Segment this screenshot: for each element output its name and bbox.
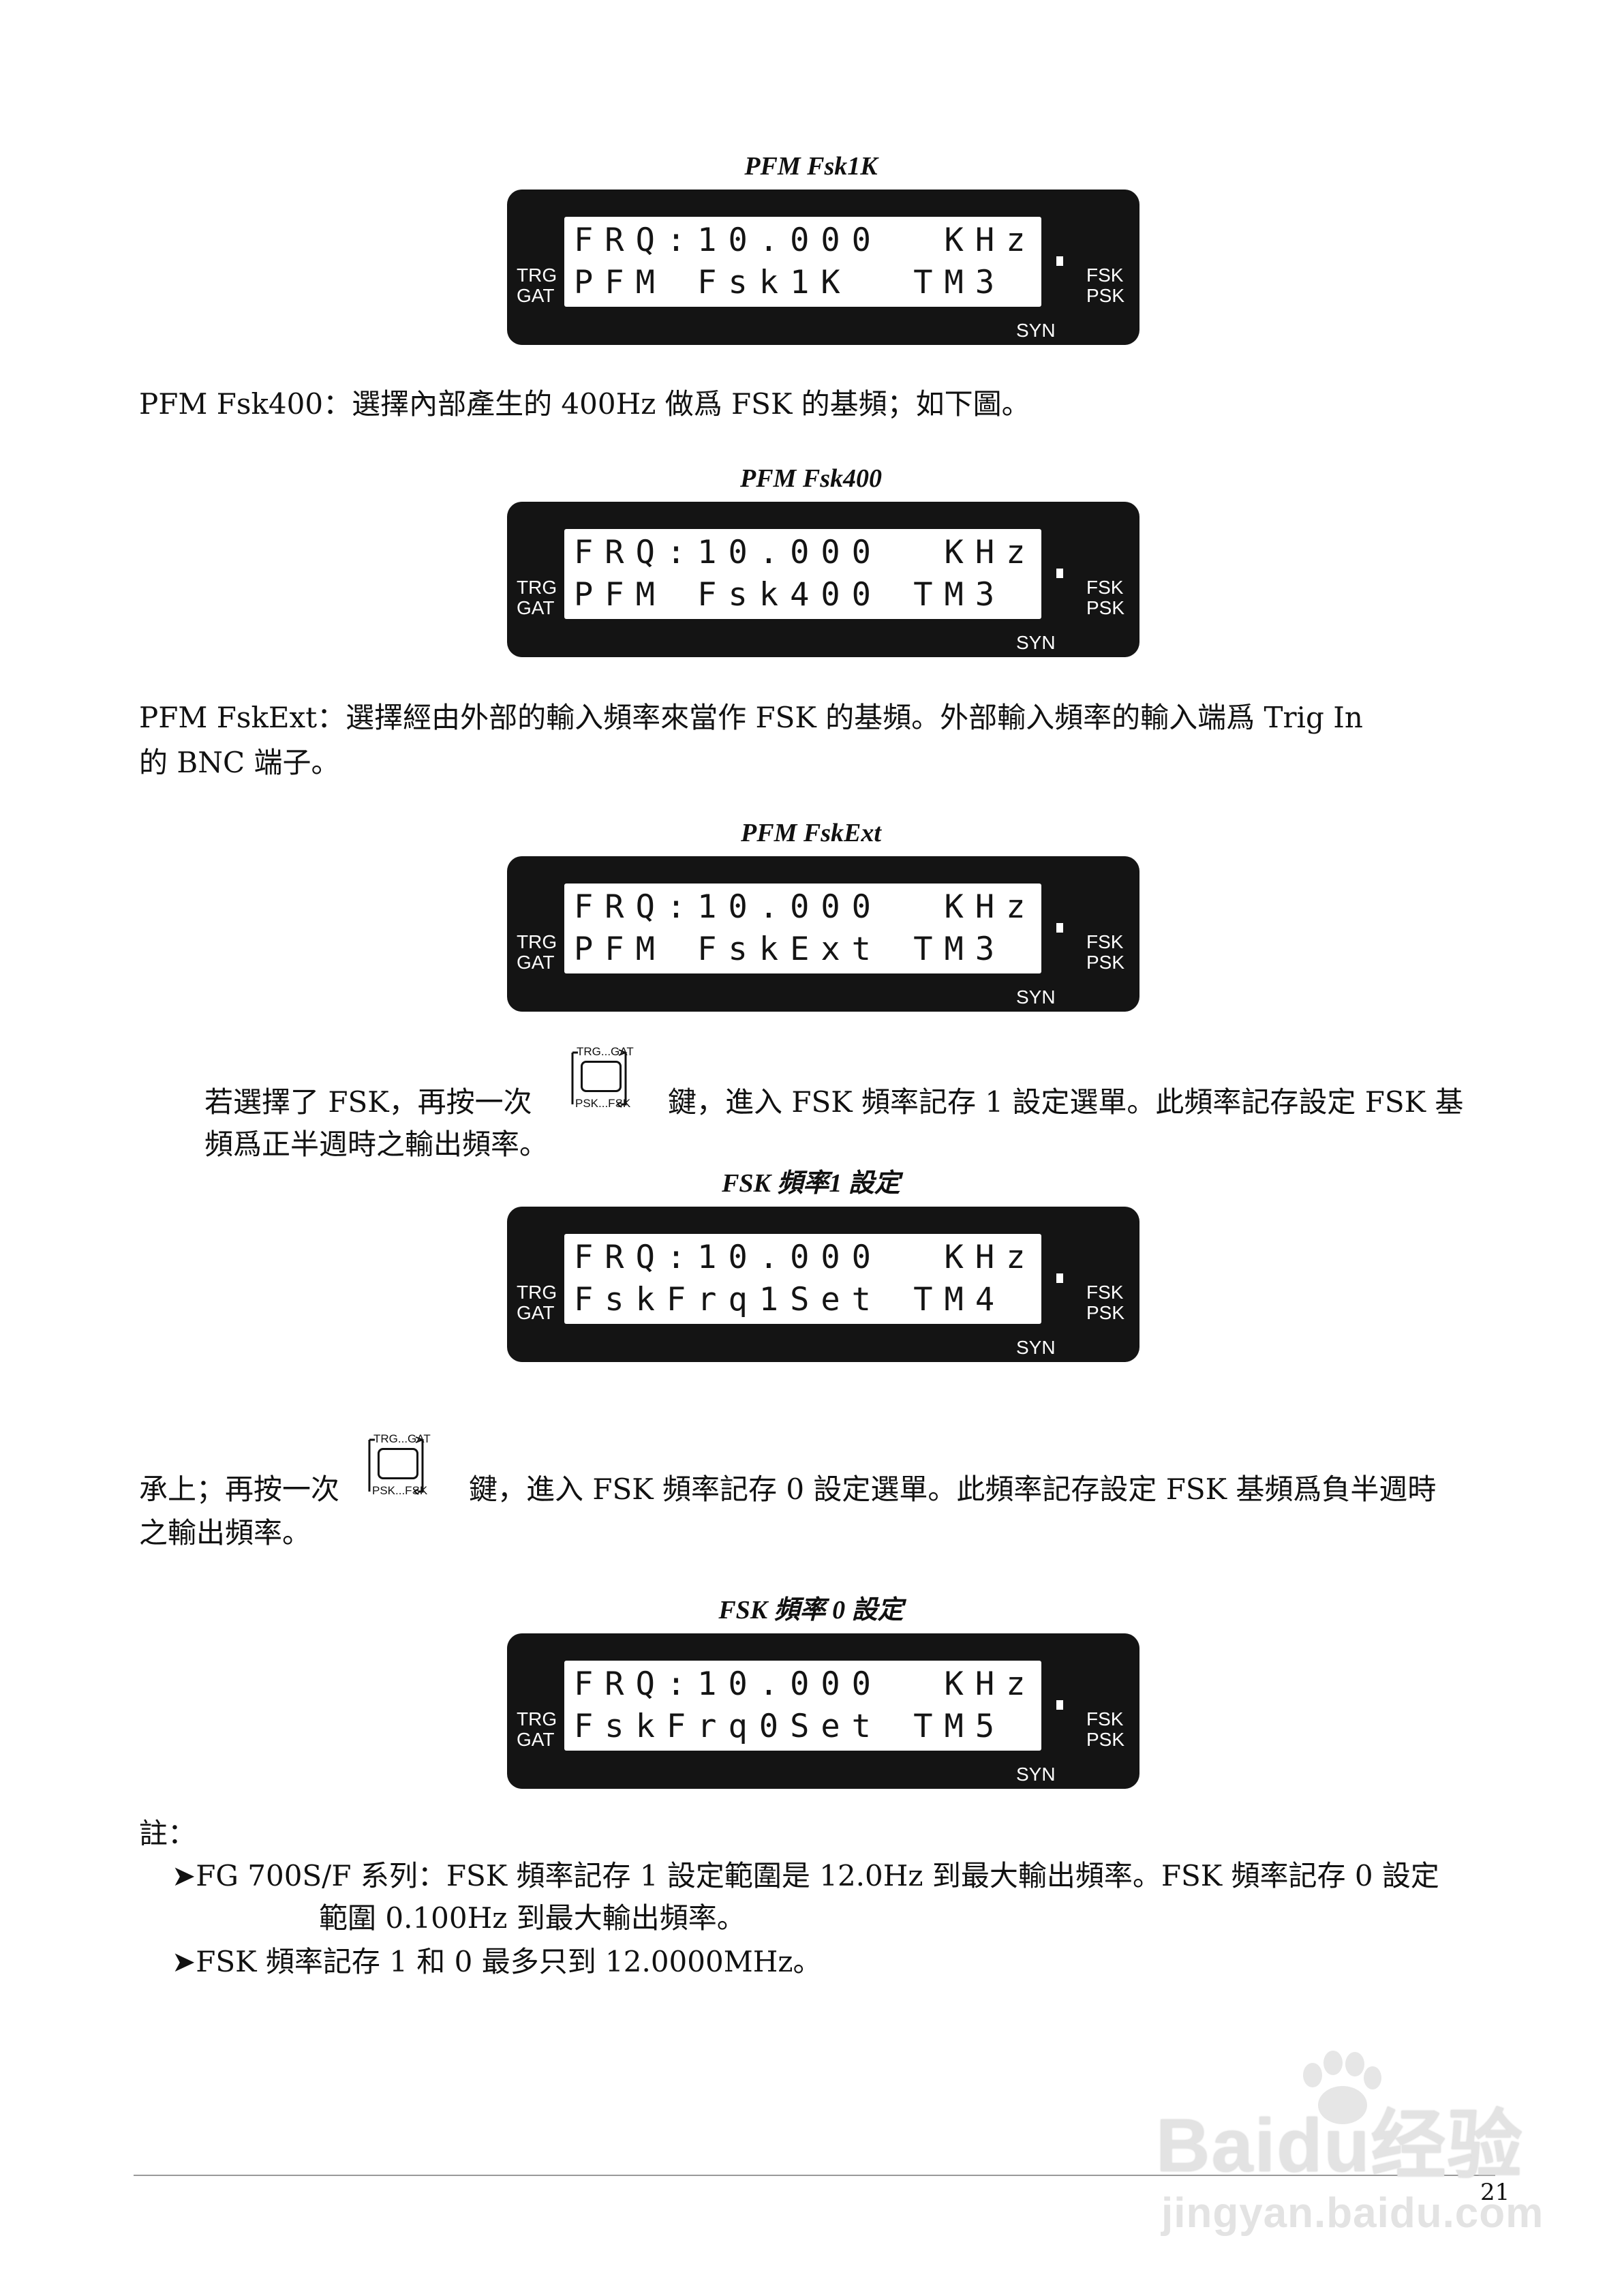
gat-label: GAT xyxy=(517,1302,555,1323)
page-number: 21 xyxy=(1480,2179,1510,2206)
lcd-display-5: FRQ:10.000 KHz FskFrq0Set TM5 TRG GAT FS… xyxy=(507,1633,1139,1789)
note-1-text: FG 700S/F 系列：FSK 頻率記存 1 設定範圍是 12.0Hz 到最大… xyxy=(196,1859,1439,1892)
trg-label: TRG xyxy=(517,265,557,286)
fsk-label: FSK xyxy=(1086,577,1124,598)
paragraph-select-fsk-line2: 頻爲正半週時之輸出頻率。 xyxy=(204,1128,549,1161)
lcd-display-2: FRQ:10.000 KHz PFM Fsk400 TM3 TRG GAT FS… xyxy=(507,502,1139,657)
key-top-label: TRG...GAT xyxy=(577,1045,634,1058)
note-1-line-2: 範圍 0.100Hz 到最大輸出頻率。 xyxy=(319,1901,746,1935)
key-bottom-label: PSK...FSK xyxy=(575,1097,631,1110)
paragraph-fsk400: PFM Fsk400：選擇內部產生的 400Hz 做爲 FSK 的基頻；如下圖。 xyxy=(139,387,1030,421)
fsk-label: FSK xyxy=(1086,931,1124,952)
gat-label: GAT xyxy=(517,597,555,618)
cursor-dot-icon xyxy=(1056,1273,1063,1283)
trg-label: TRG xyxy=(517,1708,557,1729)
panel-2-caption: PFM Fsk400 xyxy=(740,464,882,493)
watermark-url: jingyan.baidu.com xyxy=(1161,2190,1544,2237)
watermark-logo: Baidu经验 xyxy=(1156,2104,1524,2188)
lcd-line-2: FskFrq0Set TM5 xyxy=(574,1708,1007,1745)
syn-label: SYN xyxy=(1016,1337,1056,1358)
key-bottom-label: PSK...FSK xyxy=(372,1484,428,1497)
lcd-display-4: FRQ:10.000 KHz FskFrq1Set TM4 TRG GAT FS… xyxy=(507,1207,1139,1362)
lcd-screen: FRQ:10.000 KHz FskFrq1Set TM4 xyxy=(564,1234,1041,1324)
psk-label: PSK xyxy=(1086,952,1125,973)
psk-label: PSK xyxy=(1086,1729,1125,1750)
paragraph-next-line2: 之輸出頻率。 xyxy=(139,1516,311,1550)
lcd-line-1: FRQ:10.000 KHz xyxy=(574,1665,1037,1703)
fsk-label: FSK xyxy=(1086,1282,1124,1303)
trg-label: TRG xyxy=(517,1282,557,1303)
psk-label: PSK xyxy=(1086,285,1125,306)
lcd-screen: FRQ:10.000 KHz FskFrq0Set TM5 xyxy=(564,1661,1041,1751)
lcd-line-2: PFM Fsk400 TM3 xyxy=(574,576,1007,614)
panel-3-caption: PFM FskExt xyxy=(741,819,881,847)
lcd-line-2: PFM Fsk1K TM3 xyxy=(574,264,1007,301)
paw-logo-icon xyxy=(1303,2051,1381,2124)
gat-label: GAT xyxy=(517,1729,555,1750)
cursor-dot-icon xyxy=(1056,256,1063,266)
lcd-line-1: FRQ:10.000 KHz xyxy=(574,222,1037,259)
arrowhead-bullet-icon: ➤ xyxy=(172,1859,196,1892)
paragraph-fskext-line2: 的 BNC 端子。 xyxy=(139,746,340,779)
trg-label: TRG xyxy=(517,931,557,952)
trg-label: TRG xyxy=(517,577,557,598)
panel-4-caption: FSK 頻率1 設定 xyxy=(722,1169,900,1198)
lcd-line-1: FRQ:10.000 KHz xyxy=(574,534,1037,571)
trg-gat-key-icon: TRG...GAT PSK...FSK xyxy=(354,1430,442,1505)
cursor-dot-icon xyxy=(1056,1700,1063,1710)
panel-1-caption: PFM Fsk1K xyxy=(744,152,878,181)
cursor-dot-icon xyxy=(1056,923,1063,933)
gat-label: GAT xyxy=(517,952,555,973)
syn-label: SYN xyxy=(1016,632,1056,653)
paragraph-select-fsk-start: 若選擇了 FSK，再按一次 xyxy=(204,1085,532,1119)
lcd-line-1: FRQ:10.000 KHz xyxy=(574,1239,1037,1276)
paragraph-next-end: 鍵，進入 FSK 頻率記存 0 設定選單。此頻率記存設定 FSK 基頻爲負半週時 xyxy=(469,1472,1437,1506)
psk-label: PSK xyxy=(1086,1302,1125,1323)
panel-5-caption: FSK 頻率 0 設定 xyxy=(718,1596,904,1625)
lcd-line-1: FRQ:10.000 KHz xyxy=(574,888,1037,926)
cursor-dot-icon xyxy=(1056,569,1063,578)
note-1-line-1: ➤FG 700S/F 系列：FSK 頻率記存 1 設定範圍是 12.0Hz 到最… xyxy=(172,1856,1439,1897)
arrowhead-bullet-icon: ➤ xyxy=(172,1945,196,1978)
fsk-label: FSK xyxy=(1086,265,1124,286)
lcd-line-2: FskFrq1Set TM4 xyxy=(574,1281,1007,1318)
psk-label: PSK xyxy=(1086,597,1125,618)
lcd-display-3: FRQ:10.000 KHz PFM FskExt TM3 TRG GAT FS… xyxy=(507,856,1139,1012)
footer-rule xyxy=(134,2175,1495,2176)
note-2: ➤FSK 頻率記存 1 和 0 最多只到 12.0000MHz。 xyxy=(172,1942,821,1982)
trg-gat-key-icon: TRG...GAT PSK...FSK xyxy=(557,1043,645,1118)
syn-label: SYN xyxy=(1016,986,1056,1008)
lcd-line-2: PFM FskExt TM3 xyxy=(574,931,1007,968)
lcd-screen: FRQ:10.000 KHz PFM Fsk400 TM3 xyxy=(564,529,1041,619)
lcd-screen: FRQ:10.000 KHz PFM FskExt TM3 xyxy=(564,883,1041,973)
paragraph-fskext-line1: PFM FskExt：選擇經由外部的輸入頻率來當作 FSK 的基頻。外部輸入頻率… xyxy=(139,701,1363,734)
lcd-screen: FRQ:10.000 KHz PFM Fsk1K TM3 xyxy=(564,217,1041,307)
gat-label: GAT xyxy=(517,285,555,306)
note-2-text: FSK 頻率記存 1 和 0 最多只到 12.0000MHz。 xyxy=(196,1945,822,1978)
key-top-label: TRG...GAT xyxy=(373,1432,431,1445)
lcd-display-1: FRQ:10.000 KHz PFM Fsk1K TM3 TRG GAT FSK… xyxy=(507,190,1139,345)
syn-label: SYN xyxy=(1016,1764,1056,1785)
paragraph-select-fsk-end: 鍵，進入 FSK 頻率記存 1 設定選單。此頻率記存設定 FSK 基 xyxy=(668,1085,1464,1119)
notes-title: 註： xyxy=(139,1817,197,1850)
syn-label: SYN xyxy=(1016,320,1056,341)
fsk-label: FSK xyxy=(1086,1708,1124,1729)
paragraph-next-start: 承上；再按一次 xyxy=(139,1472,340,1506)
